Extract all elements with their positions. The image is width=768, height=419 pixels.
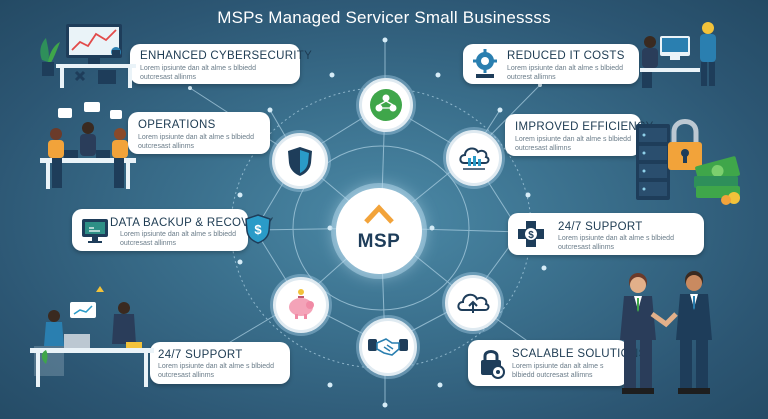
msp-label: MSP <box>357 231 401 252</box>
cloud-upload-icon <box>457 293 490 313</box>
msp-center-hub: MSP <box>336 188 422 274</box>
dollar-shield-icon: $ <box>245 214 271 244</box>
card-description: Lorem ipsiunte dan alt alme s blbiedd ou… <box>512 363 604 379</box>
page-title: MSPs Managed Servicer Small Businessss <box>217 8 551 27</box>
card-description: Lorem ipsiunte dan alt alme s blbiedd ou… <box>558 235 674 251</box>
dollar-cross-icon: $ <box>518 221 544 247</box>
hub-handshake <box>359 318 417 376</box>
hub-cloud-upload <box>445 275 501 331</box>
card-title: DATA BACKUP & RECOVERY <box>110 217 274 229</box>
card-scalable-solutions: SCALABLE SOLUTIONS Lorem ipsiunte dan al… <box>468 340 646 386</box>
operations-team-illustration <box>40 102 136 189</box>
piggy-bank-icon <box>289 289 314 319</box>
msp-logo-icon <box>364 204 394 224</box>
handshake-icon <box>368 338 408 356</box>
card-description: Lorem ipsiunte dan alt alme s blbiedd ou… <box>515 136 631 152</box>
svg-text:$: $ <box>528 230 534 241</box>
shield-icon <box>288 147 312 176</box>
handshake-business-illustration <box>620 271 712 394</box>
card-247-support-left: 24/7 SUPPORT Lorem ipsiunte dan alt alme… <box>150 342 290 384</box>
svg-text:$: $ <box>254 222 262 237</box>
card-data-backup-recovery: DATA BACKUP & RECOVERY Lorem ipsiunte da… <box>72 209 273 251</box>
monitor-backup-icon <box>82 219 108 243</box>
hub-shield <box>272 133 328 189</box>
cloud-server-icon <box>459 147 490 170</box>
card-description: Lorem ipsiunte dan alt alme s blbiedd ou… <box>138 134 254 150</box>
hub-people-network <box>359 78 413 132</box>
reduced-costs-team-illustration <box>640 22 716 88</box>
card-title: SCALABLE SOLUTIONS <box>512 348 647 360</box>
card-description: Lorem ipsiunte dan alt alme s blbiedd ou… <box>158 363 274 379</box>
card-title: 24/7 SUPPORT <box>158 349 243 361</box>
card-title: 24/7 SUPPORT <box>558 221 643 233</box>
gear-cost-icon <box>473 49 497 78</box>
hub-piggy-bank <box>273 277 329 333</box>
card-title: IMPROVED EFFICIENCY <box>515 121 654 133</box>
card-description: Lorem ipsiunte dan alt alme s blbiedd ou… <box>140 65 256 81</box>
cybersecurity-office-illustration <box>40 24 136 88</box>
card-operations: OPERATIONS Lorem ipsiunte dan alt alme s… <box>128 112 270 154</box>
card-title: REDUCED IT COSTS <box>507 50 625 62</box>
lock-gear-icon <box>481 350 505 379</box>
card-title: ENHANCED CYBERSECURITY <box>140 50 313 62</box>
support-desk-illustration <box>30 286 154 387</box>
card-description: Lorem ipsiunte dan alt alme s blbiedd ou… <box>120 231 236 247</box>
card-improved-efficiency: IMPROVED EFFICIENCY Lorem ipsiunte dan a… <box>505 114 653 156</box>
card-title: OPERATIONS <box>138 119 216 131</box>
server-lock-money-illustration <box>636 119 740 205</box>
people-network-icon <box>370 89 402 121</box>
card-description: Lorem ipsiunte dan alt alme s blbiedd ou… <box>507 65 623 81</box>
hub-cloud-server <box>446 130 502 186</box>
card-enhanced-cybersecurity: ENHANCED CYBERSECURITY Lorem ipsiunte da… <box>130 44 312 84</box>
